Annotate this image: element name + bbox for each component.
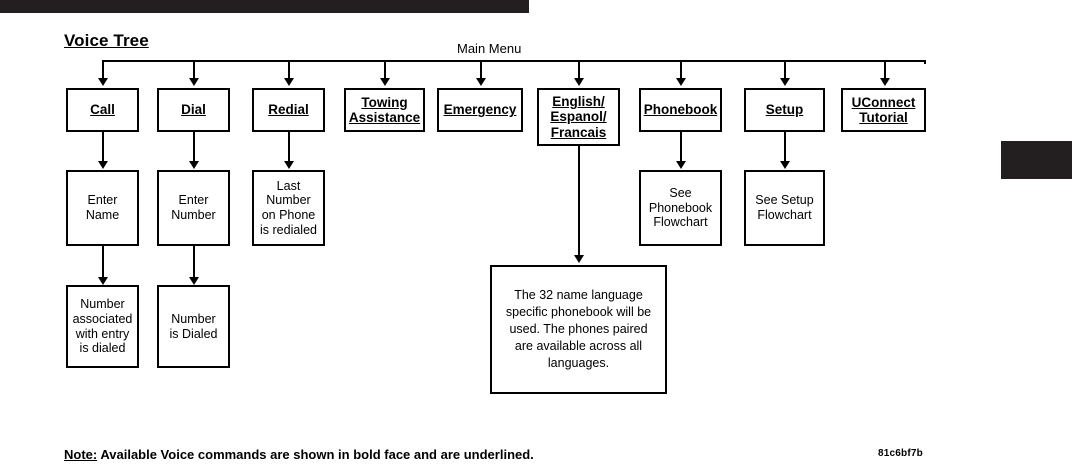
node-enter-name-line1: Enter [87,193,118,208]
node-last-number-line4: is redialed [260,222,317,237]
node-language-phonebook-note[interactable]: The 32 name language specific phonebook … [490,265,667,394]
connector-enter-name-to-number-associated [102,246,104,278]
connector-main-to-phonebook [680,60,682,79]
node-see-phonebook-flowchart[interactable]: See Phonebook Flowchart [639,170,722,246]
node-setup-label: Setup [765,102,804,118]
arrowhead-redial [284,78,294,86]
arrowhead-setup [780,78,790,86]
node-towing-label-line1: Towing [361,94,408,110]
node-see-setup-line1: See Setup [755,193,814,208]
node-language-label-line1: English/ [552,94,605,110]
main-menu-label: Main Menu [457,41,522,56]
main-menu-bus-line [102,60,926,62]
page-title: Voice Tree [64,31,149,50]
node-emergency[interactable]: Emergency [437,88,523,132]
node-language-label-line3: Francais [550,124,607,140]
node-enter-name[interactable]: Enter Name [66,170,139,246]
node-see-setup-line2: Flowchart [757,208,812,222]
node-uconnect-tutorial[interactable]: UConnect Tutorial [841,88,926,132]
node-phonebook-label: Phonebook [643,102,718,118]
node-enter-number-line2: Number [171,208,216,222]
connector-main-to-towing [384,60,386,79]
page-code: 81c6bf7b [878,448,923,459]
arrowhead-language-note [574,255,584,263]
arrowhead-dial [189,78,199,86]
node-dial[interactable]: Dial [157,88,230,132]
node-number-dialed-line2: is Dialed [169,326,218,341]
connector-language-to-note [578,146,580,256]
footer-note-text: Available Voice commands are shown in bo… [97,447,534,462]
node-call-label: Call [90,102,115,118]
arrowhead-see-setup [780,161,790,169]
arrowhead-number-associated [98,277,108,285]
node-emergency-label: Emergency [443,102,517,118]
arrowhead-enter-name [98,161,108,169]
node-number-dialed-line1: Number [171,311,216,326]
connector-main-to-language [578,60,580,79]
node-uconnect-label-line2: Tutorial [859,110,908,125]
node-enter-name-line2: Name [85,208,120,222]
node-towing-label-line2: Assistance [348,110,421,125]
connector-enter-number-to-number-dialed [193,246,195,278]
connector-main-to-setup [784,60,786,79]
node-see-phonebook-line3: Flowchart [653,215,708,230]
side-black-tab [1001,141,1072,179]
arrowhead-language [574,78,584,86]
connector-main-to-dial [193,60,195,79]
arrowhead-number-dialed [189,277,199,285]
node-language[interactable]: English/ Espanol/ Francais [537,88,620,146]
node-uconnect-label-line1: UConnect [851,94,916,110]
node-last-number-redialed[interactable]: Last Number on Phone is redialed [252,170,325,246]
top-black-bar [0,0,529,13]
node-language-label-line2: Espanol/ [550,109,607,125]
node-last-number-line2: Number [266,193,311,208]
node-see-phonebook-line1: See [669,185,692,200]
node-call[interactable]: Call [66,88,139,132]
node-enter-number-line1: Enter [178,193,209,208]
connector-main-to-call [102,60,104,79]
node-number-assoc-line3: with entry [75,326,130,341]
connector-main-to-emergency [480,60,482,79]
arrowhead-towing [380,78,390,86]
arrowhead-uconnect [880,78,890,86]
node-see-phonebook-line2: Phonebook [648,200,713,215]
node-redial-label: Redial [268,102,309,118]
node-phonebook[interactable]: Phonebook [639,88,722,132]
node-number-is-dialed[interactable]: Number is Dialed [157,285,230,368]
node-see-setup-flowchart[interactable]: See Setup Flowchart [744,170,825,246]
main-menu-bus-right-stub [924,60,926,64]
arrowhead-last-number [284,161,294,169]
connector-redial-to-last-number [288,132,290,162]
arrowhead-enter-number [189,161,199,169]
node-number-assoc-line4: is dialed [79,341,126,356]
connector-main-to-redial [288,60,290,79]
connector-phonebook-to-see-phonebook [680,132,682,162]
arrowhead-call [98,78,108,86]
connector-main-to-uconnect [884,60,886,79]
node-language-note-text: The 32 name language specific phonebook … [505,288,652,370]
node-setup[interactable]: Setup [744,88,825,132]
footer-note-lead: Note: [64,447,98,462]
node-enter-number[interactable]: Enter Number [157,170,230,246]
arrowhead-emergency [476,78,486,86]
node-towing-assistance[interactable]: Towing Assistance [344,88,425,132]
connector-call-to-enter-name [102,132,104,162]
node-number-associated-dialed[interactable]: Number associated with entry is dialed [66,285,139,368]
node-number-assoc-line1: Number [80,297,125,311]
arrowhead-phonebook [676,78,686,86]
node-last-number-line3: on Phone [261,208,316,222]
footer-note: Note: Available Voice commands are shown… [64,447,534,462]
arrowhead-see-phonebook [676,161,686,169]
node-last-number-line1: Last [276,178,301,193]
connector-dial-to-enter-number [193,132,195,162]
node-redial[interactable]: Redial [252,88,325,132]
node-dial-label: Dial [181,102,206,118]
connector-setup-to-see-setup [784,132,786,162]
node-number-assoc-line2: associated [72,311,133,326]
